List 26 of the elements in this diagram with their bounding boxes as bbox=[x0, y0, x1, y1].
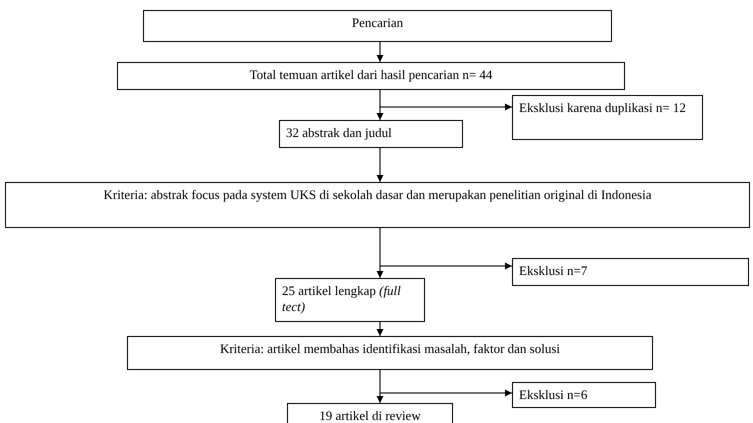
process-box bbox=[512, 95, 703, 140]
arrow bbox=[380, 90, 512, 110]
box-text: Kriteria: abstrak focus pada system UKS di sekolah dasar dan merupakan penelitian original di Indonesia bbox=[102, 187, 652, 203]
process-box bbox=[275, 278, 425, 322]
arrow bbox=[376, 148, 384, 182]
process-box bbox=[287, 403, 453, 423]
box-text: Eksklusi n=6 bbox=[519, 387, 588, 403]
box-text: Pencarian bbox=[350, 15, 404, 31]
box-text: Kriteria: artikel membahas identifikasi masalah, faktor dan solusi bbox=[218, 341, 562, 357]
arrow bbox=[376, 322, 384, 336]
box-text: Eksklusi karena duplikasi n= 12 bbox=[519, 100, 687, 116]
process-box bbox=[127, 336, 653, 370]
arrow bbox=[376, 42, 384, 62]
box-text: 19 artikel di review bbox=[318, 408, 422, 423]
box-text: Eksklusi n=7 bbox=[519, 263, 588, 279]
process-box bbox=[5, 182, 750, 228]
process-box bbox=[512, 382, 656, 408]
box-text: 32 abstrak dan judul bbox=[286, 125, 393, 141]
process-box bbox=[512, 258, 749, 286]
process-box bbox=[143, 10, 612, 42]
process-box bbox=[117, 62, 625, 90]
process-box bbox=[279, 120, 463, 148]
arrow bbox=[380, 228, 512, 270]
box-text: 25 artikel lengkap (full tect) bbox=[282, 283, 402, 315]
box-text: Total temuan artikel dari hasil pencarian n= 44 bbox=[248, 67, 494, 83]
arrow bbox=[380, 370, 512, 396]
